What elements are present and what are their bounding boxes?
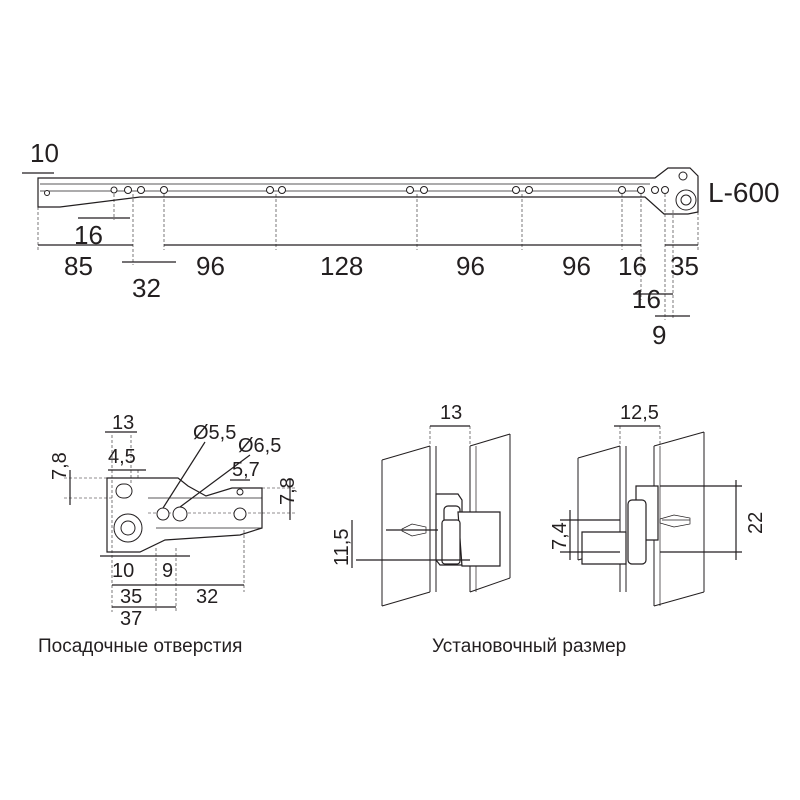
installation-view: 13 11,5 12,5 7,4 22 Уста xyxy=(331,402,767,657)
dim-16a: 16 xyxy=(74,220,103,250)
dim-10: 10 xyxy=(30,138,59,168)
dim-96b: 96 xyxy=(456,251,485,281)
install-left: 13 11,5 xyxy=(331,402,511,607)
rail-extension-lines xyxy=(37,194,699,320)
caption-mounting-holes: Посадочные отверстия xyxy=(38,636,242,657)
dim-dia-5-5: Ø5,5 xyxy=(193,422,236,444)
install-right: 12,5 7,4 22 xyxy=(549,402,767,607)
dim-35-holes: 35 xyxy=(120,586,142,608)
hole-5-5 xyxy=(156,507,170,521)
dim-13: 13 xyxy=(112,412,134,434)
dim-9-holes: 9 xyxy=(162,560,173,582)
rail-dimension-lines xyxy=(22,172,698,317)
hole-6-5 xyxy=(172,506,188,522)
mounting-holes-view: 13 4,5 7,8 Ø5,5 Ø6,5 5,7 7,8 10 9 35 32 … xyxy=(38,412,299,657)
slot-hole xyxy=(115,483,133,499)
caption-installation: Установочный размер xyxy=(432,636,626,657)
dim-85: 85 xyxy=(64,251,93,281)
dim-11-5: 11,5 xyxy=(331,529,353,566)
dim-7-8-right: 7,8 xyxy=(277,477,299,505)
dim-32: 32 xyxy=(132,273,161,303)
rail-length-label: L-600 xyxy=(708,177,780,208)
dim-37-holes: 37 xyxy=(120,608,142,630)
dim-7-8-left: 7,8 xyxy=(49,452,71,480)
dim-32-holes: 32 xyxy=(196,586,218,608)
dim-7-4: 7,4 xyxy=(549,522,571,550)
rail-holes xyxy=(44,186,669,196)
dim-22: 22 xyxy=(745,512,767,534)
dim-12-5: 12,5 xyxy=(620,402,659,424)
rail-view: L-600 10 16 85 32 96 128 96 96 16 35 16 … xyxy=(22,138,780,350)
dim-96c: 96 xyxy=(562,251,591,281)
dim-4-5: 4,5 xyxy=(108,446,136,468)
dim-13-install: 13 xyxy=(440,402,462,424)
dim-16b: 16 xyxy=(618,251,647,281)
dim-9: 9 xyxy=(652,320,666,350)
dim-96a: 96 xyxy=(196,251,225,281)
dim-5-7: 5,7 xyxy=(232,459,260,481)
dim-dia-6-5: Ø6,5 xyxy=(238,435,281,457)
dim-128: 128 xyxy=(320,251,363,281)
dim-10-holes: 10 xyxy=(112,560,134,582)
hole-right xyxy=(233,507,247,521)
dim-16c: 16 xyxy=(632,284,661,314)
dim-35: 35 xyxy=(670,251,699,281)
